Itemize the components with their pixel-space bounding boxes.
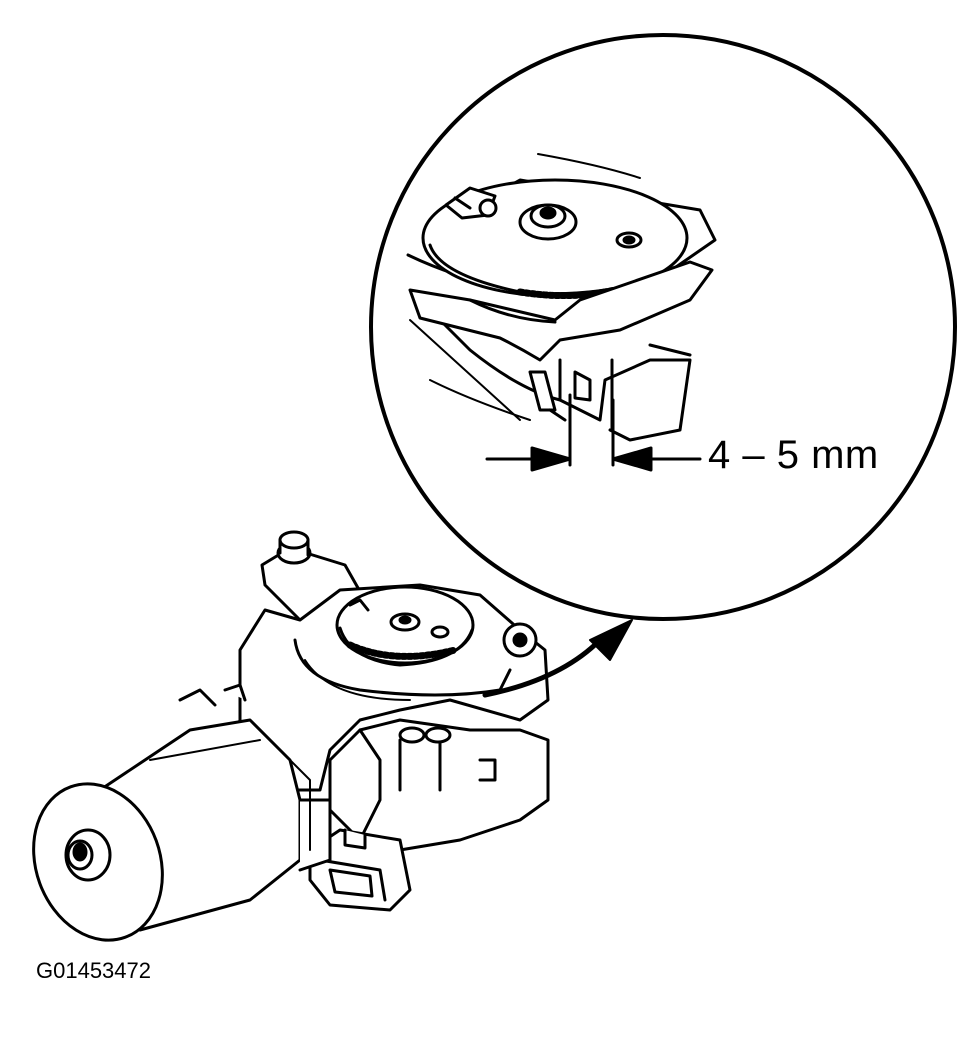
detail-gear-assembly — [406, 153, 717, 442]
dimension-marker — [485, 393, 702, 472]
motor-assembly — [32, 530, 633, 942]
figure-id: G01453472 — [36, 958, 151, 983]
curved-arrow-icon — [589, 619, 633, 661]
left-arrow-icon — [530, 446, 572, 472]
dimension-label: 4 – 5 mm — [708, 433, 879, 477]
